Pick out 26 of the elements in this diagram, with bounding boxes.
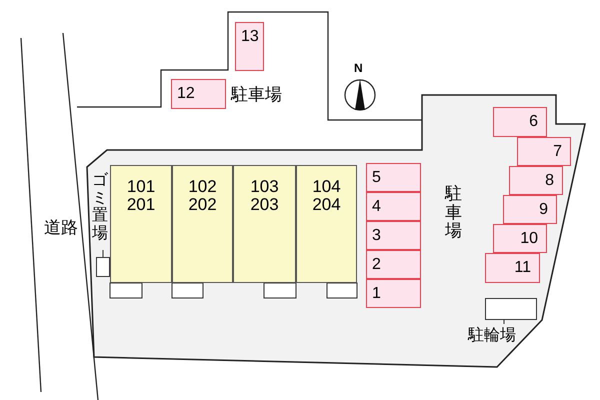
parking-space: 9 (503, 195, 557, 224)
apartment-unit: 102 202 (172, 165, 233, 283)
leader-line (102, 250, 104, 258)
parking-space: 7 (517, 137, 571, 166)
parking-space: 10 (493, 224, 547, 253)
parking-space: 8 (509, 166, 563, 195)
parking-space: 4 (366, 192, 421, 221)
road-label: 道路 (44, 219, 78, 236)
parking-space: 12 (171, 79, 226, 109)
north-label: N (354, 62, 363, 74)
parking-space: 2 (366, 250, 421, 279)
area-label: ゴミ置場 (92, 172, 108, 242)
apartment-unit: 104 204 (296, 165, 357, 283)
apartment-unit: 101 201 (110, 165, 172, 283)
parking-space: 11 (485, 253, 540, 283)
parking-space: 6 (493, 107, 547, 137)
area-label: 駐輪場 (461, 324, 523, 344)
parking-space: 13 (235, 22, 264, 71)
area-label: 駐車場 (445, 185, 462, 242)
parking-space: 1 (366, 279, 421, 308)
apartment-unit: 103 203 (233, 165, 296, 283)
storage-box (96, 257, 110, 277)
parking-space: 3 (366, 221, 421, 250)
storage-box (485, 298, 537, 320)
parking-space: 5 (366, 163, 421, 192)
area-label: 駐車場 (231, 86, 282, 103)
